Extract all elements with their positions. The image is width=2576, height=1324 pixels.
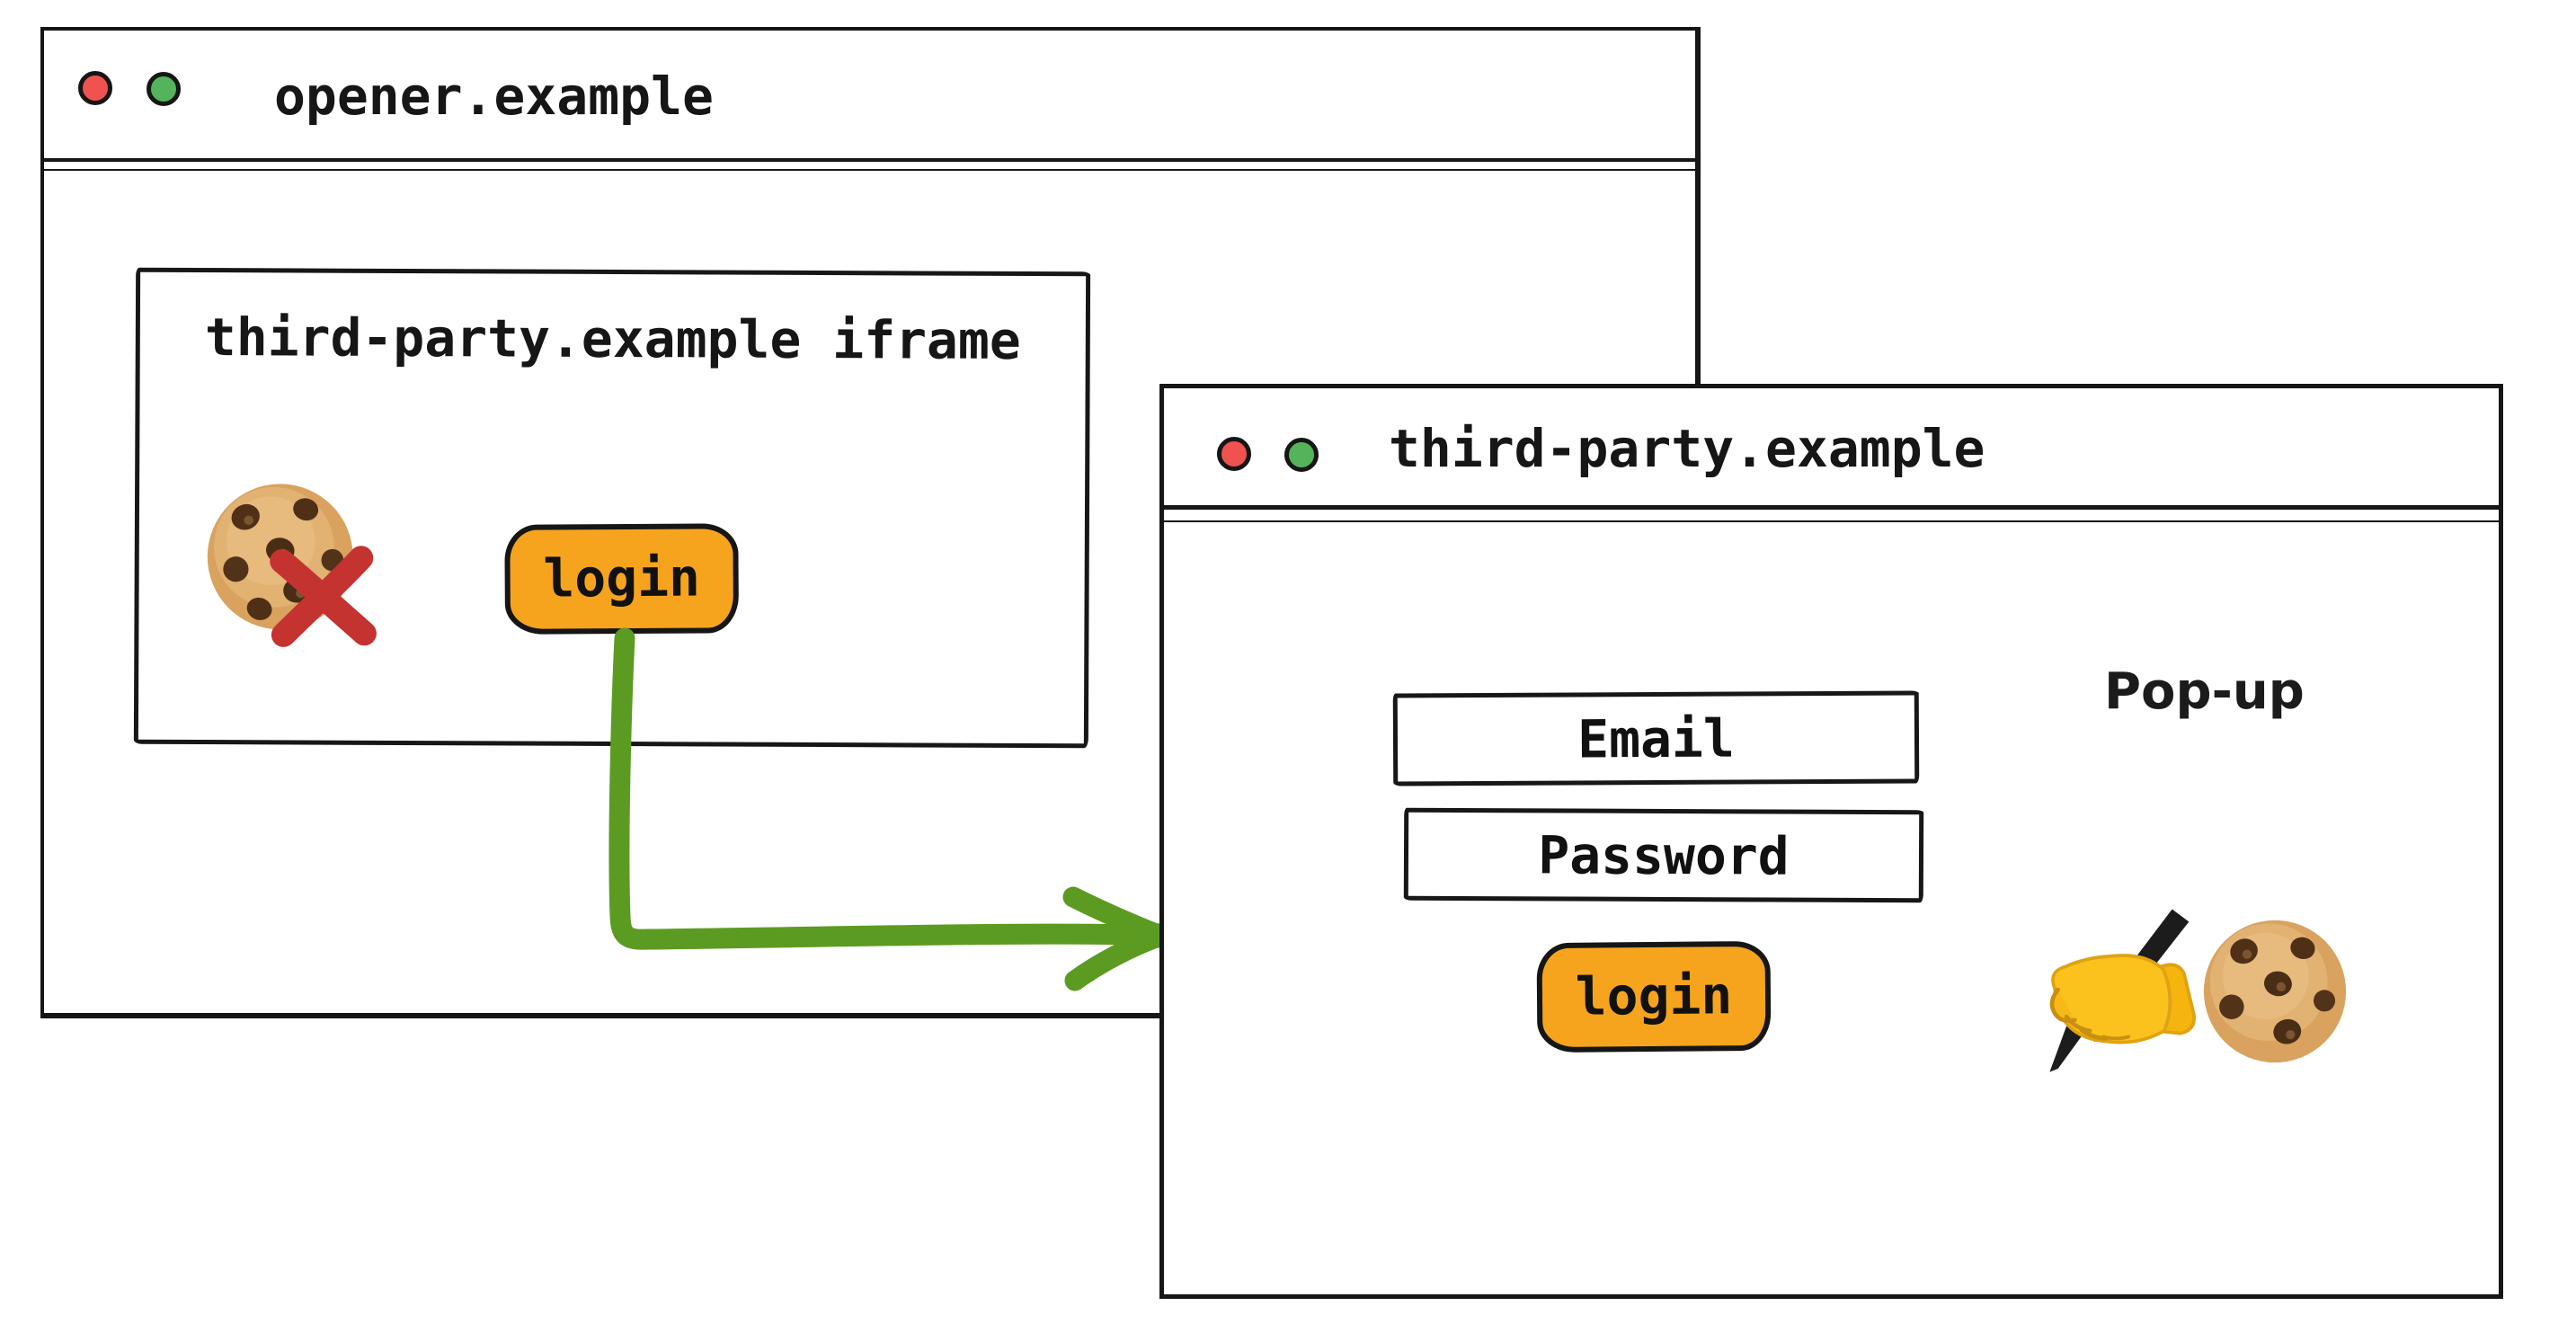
blocked-cross-icon: [267, 545, 379, 650]
third-party-iframe: third-party.example iframe: [133, 267, 1091, 749]
traffic-light-green-icon[interactable]: [1284, 438, 1319, 472]
popup-login-button[interactable]: login: [1536, 940, 1772, 1053]
popup-label: Pop-up: [2104, 662, 2305, 721]
cookie-icon: [2198, 914, 2352, 1069]
popup-window-title: third-party.example: [1389, 418, 1985, 479]
traffic-light-green-icon[interactable]: [147, 72, 181, 106]
popup-window: third-party.example Pop-up Email Passwor…: [1159, 384, 2503, 1299]
popup-titlebar-underline: [1164, 520, 2499, 522]
traffic-light-red-icon[interactable]: [1217, 437, 1251, 471]
opener-window-title: opener.example: [274, 66, 714, 127]
opener-titlebar-underline: [44, 169, 1697, 171]
popup-titlebar: [1164, 388, 2499, 510]
traffic-light-red-icon[interactable]: [78, 71, 112, 105]
writing-hand-icon: [2030, 905, 2206, 1078]
email-input[interactable]: Email: [1392, 690, 1920, 786]
opener-titlebar: [44, 31, 1697, 162]
iframe-label: third-party.example iframe: [204, 307, 1021, 371]
password-input[interactable]: Password: [1403, 807, 1924, 903]
iframe-login-button[interactable]: login: [504, 523, 740, 635]
